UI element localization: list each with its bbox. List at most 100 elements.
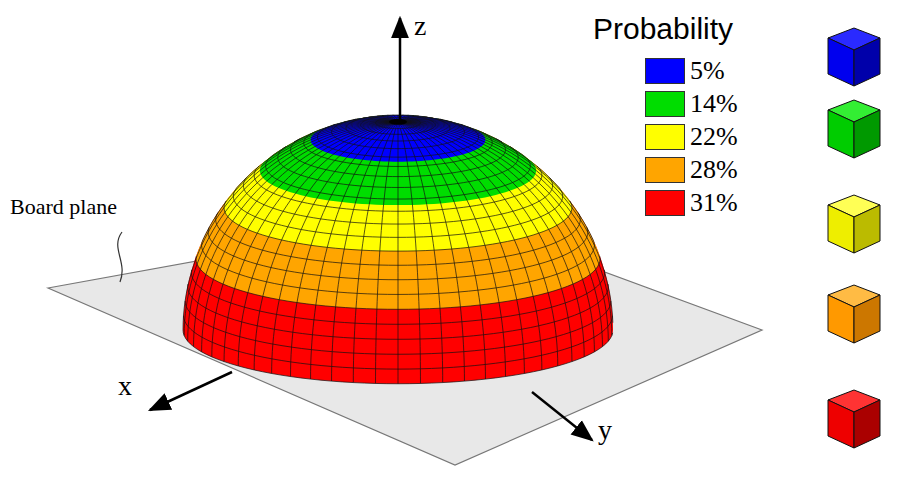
grid-line: [502, 227, 509, 228]
grid-line: [446, 133, 453, 136]
grid-line: [375, 210, 382, 211]
grid-line: [601, 298, 604, 301]
grid-line: [470, 138, 477, 141]
grid-line: [600, 259, 602, 266]
grid-line: [490, 303, 499, 304]
grid-line: [562, 256, 565, 263]
grid-line: [568, 245, 571, 252]
grid-line: [527, 275, 529, 282]
grid-line: [406, 156, 410, 157]
grid-line: [233, 221, 236, 223]
grid-line: [380, 250, 389, 251]
grid-line: [557, 359, 558, 366]
grid-line: [449, 234, 457, 236]
grid-line: [357, 197, 364, 198]
grid-line: [254, 355, 263, 357]
grid-line: [559, 303, 566, 305]
grid-line: [252, 278, 259, 280]
grid-line: [408, 265, 418, 266]
grid-line: [337, 292, 347, 294]
grid-line: [424, 236, 432, 237]
grid-line: [212, 342, 218, 344]
grid-line: [529, 188, 532, 190]
grid-line: [610, 294, 611, 301]
grid-line: [552, 258, 558, 260]
grid-line: [281, 360, 291, 361]
grid-line: [489, 258, 497, 259]
grid-line: [408, 115, 410, 116]
grid-line: [447, 143, 452, 147]
grid-line: [570, 340, 572, 347]
grid-line: [500, 158, 506, 162]
grid-line: [607, 319, 609, 326]
grid-line: [463, 335, 473, 337]
grid-line: [536, 217, 541, 219]
grid-line: [544, 278, 546, 285]
grid-line: [468, 147, 474, 151]
grid-line: [469, 153, 475, 157]
grid-line: [299, 258, 307, 259]
grid-line: [273, 344, 282, 346]
grid-line: [254, 199, 257, 201]
grid-line: [569, 325, 571, 332]
grid-line: [347, 292, 357, 294]
grid-line: [591, 315, 592, 322]
grid-line: [359, 278, 369, 279]
grid-line: [489, 215, 495, 216]
grid-line: [550, 351, 558, 353]
grid-line: [354, 338, 365, 340]
grid-line: [523, 206, 528, 208]
grid-line: [462, 320, 472, 322]
grid-line: [296, 243, 304, 244]
grid-line: [503, 331, 512, 332]
grid-line: [530, 326, 538, 328]
grid-line: [408, 166, 413, 167]
grid-line: [395, 140, 398, 141]
grid-line: [437, 137, 442, 140]
grid-line: [478, 179, 483, 180]
grid-line: [538, 326, 540, 333]
grid-line: [464, 365, 475, 367]
grid-line: [582, 325, 587, 327]
grid-line: [263, 250, 270, 252]
grid-line: [417, 264, 426, 265]
grid-line: [459, 291, 469, 293]
grid-line: [478, 168, 483, 173]
grid-line: [600, 317, 602, 324]
grid-line: [490, 148, 497, 152]
grid-line: [334, 321, 344, 323]
grid-line: [297, 303, 306, 304]
grid-line: [556, 242, 559, 249]
grid-line: [404, 176, 410, 177]
grid-line: [428, 124, 435, 125]
grid-line: [541, 217, 545, 223]
grid-line: [581, 242, 583, 244]
grid-line: [389, 237, 398, 238]
grid-line: [423, 155, 427, 156]
grid-line: [568, 214, 570, 216]
grid-line: [580, 220, 584, 226]
grid-line: [388, 166, 393, 167]
grid-line: [583, 231, 587, 237]
grid-line: [207, 340, 212, 342]
grid-line: [500, 199, 505, 200]
grid-line: [549, 337, 557, 339]
grid-line: [420, 323, 431, 324]
grid-line: [505, 170, 508, 171]
grid-line: [513, 329, 522, 331]
grid-line: [547, 193, 549, 195]
grid-line: [525, 268, 527, 275]
grid-line: [225, 234, 228, 236]
grid-line: [245, 191, 246, 193]
grid-line: [406, 115, 409, 116]
grid-line: [307, 259, 315, 260]
grid-line: [513, 211, 517, 217]
grid-line: [365, 338, 376, 339]
grid-line: [536, 309, 544, 311]
grid-line: [404, 115, 406, 116]
grid-line: [388, 279, 398, 280]
grid-line: [516, 179, 519, 181]
grid-line: [608, 334, 609, 341]
grid-line: [493, 272, 501, 273]
grid-line: [255, 295, 263, 297]
